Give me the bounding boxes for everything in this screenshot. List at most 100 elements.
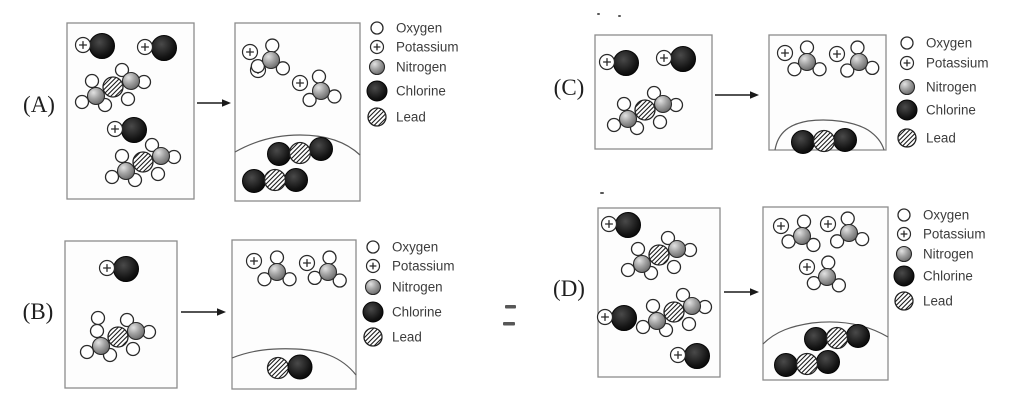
legend-row-nitrogen: Nitrogen bbox=[898, 78, 977, 96]
chlorine-atom bbox=[774, 353, 798, 377]
chlorine-legend-icon bbox=[362, 301, 384, 323]
precipitate-boundary-line bbox=[231, 348, 357, 376]
panel-label: (A) bbox=[23, 92, 55, 117]
nitrogen-legend-icon bbox=[898, 78, 916, 96]
plus-sign-icon bbox=[803, 263, 811, 271]
lead-legend-icon bbox=[367, 107, 387, 127]
oxygen-legend-icon bbox=[370, 21, 384, 35]
legend-row-chlorine: Chlorine bbox=[893, 265, 973, 287]
nitrate-ion bbox=[840, 40, 880, 78]
chlorine-atom bbox=[267, 142, 291, 166]
oxygen-atom bbox=[850, 40, 865, 55]
oxygen-atom bbox=[897, 208, 911, 222]
legend-label: Nitrogen bbox=[926, 80, 977, 95]
lead-atom bbox=[795, 352, 819, 376]
legend-label: Chlorine bbox=[396, 84, 446, 99]
nitrate-ion bbox=[302, 69, 342, 108]
lead-atom bbox=[363, 327, 383, 347]
oxygen-atom bbox=[645, 298, 661, 314]
lead-legend-icon bbox=[897, 128, 917, 148]
legend-row-nitrogen: Nitrogen bbox=[364, 278, 443, 296]
oxygen-atom bbox=[681, 316, 697, 332]
panel-label: (D) bbox=[553, 276, 585, 301]
oxygen-atom bbox=[366, 240, 380, 254]
lead-atom bbox=[367, 107, 387, 127]
chlorine-atom bbox=[615, 212, 641, 238]
nitrogen-atom bbox=[849, 52, 869, 72]
potassium-chloride-unit bbox=[669, 343, 710, 369]
oxygen-atom bbox=[332, 273, 347, 288]
reaction-arrow-icon bbox=[724, 288, 759, 296]
legend-label: Oxygen bbox=[392, 240, 438, 255]
reaction-arrow-icon bbox=[715, 91, 759, 99]
oxygen-atom bbox=[322, 250, 337, 265]
potassium-chloride-unit bbox=[655, 46, 696, 72]
chlorine-atom bbox=[362, 301, 384, 323]
precipitate-boundary-line bbox=[234, 134, 361, 156]
scan-artifact bbox=[597, 13, 600, 15]
oxygen-atom bbox=[144, 137, 160, 153]
oxygen-legend-icon bbox=[897, 208, 911, 222]
scan-artifact bbox=[600, 192, 604, 194]
oxygen-atom bbox=[104, 169, 120, 185]
plus-sign-icon bbox=[660, 54, 668, 62]
nitrate-ion bbox=[787, 40, 827, 77]
scan-artifact bbox=[503, 322, 515, 326]
legend-label: Chlorine bbox=[392, 305, 442, 320]
legend-label: Nitrogen bbox=[396, 60, 447, 75]
legend-row-potassium: Potassium bbox=[365, 259, 455, 274]
legend-row-potassium: Potassium bbox=[899, 56, 989, 71]
oxygen-atom bbox=[265, 38, 280, 53]
nitrogen-atom bbox=[632, 254, 652, 274]
lead-atom bbox=[102, 76, 124, 98]
chlorine-atom bbox=[816, 350, 840, 374]
lead-nitrate-unit bbox=[620, 230, 698, 281]
nitrogen-atom bbox=[797, 52, 817, 72]
chlorine-atom bbox=[151, 35, 177, 61]
potassium-legend-icon bbox=[896, 226, 912, 242]
chlorine-atom bbox=[366, 80, 388, 102]
chlorine-atom bbox=[833, 128, 857, 152]
nitrogen-atom bbox=[895, 245, 913, 263]
oxygen-legend-icon bbox=[900, 36, 914, 50]
legend-label: Lead bbox=[392, 330, 422, 345]
lead-nitrate-unit bbox=[635, 287, 713, 338]
legend-row-oxygen: Oxygen bbox=[897, 208, 969, 223]
oxygen-atom bbox=[311, 69, 327, 84]
lead-chloride-precipitate-unit bbox=[266, 354, 313, 380]
legend-label: Lead bbox=[923, 294, 953, 309]
oxygen-atom bbox=[150, 166, 166, 182]
lead-atom bbox=[266, 356, 290, 380]
oxygen-atom bbox=[646, 85, 662, 101]
chlorine-atom bbox=[613, 50, 639, 76]
nitrate-ion bbox=[806, 255, 847, 293]
oxygen-atom bbox=[900, 36, 914, 50]
nitrogen-atom bbox=[898, 78, 916, 96]
oxygen-atom bbox=[302, 92, 317, 108]
oxygen-legend-icon bbox=[366, 240, 380, 254]
legend-row-nitrogen: Nitrogen bbox=[368, 58, 447, 76]
oxygen-atom bbox=[840, 211, 855, 226]
oxygen-atom bbox=[84, 73, 100, 89]
lead-legend-icon bbox=[363, 327, 383, 347]
lead-chloride-precipitate-unit bbox=[791, 128, 857, 154]
lead-atom bbox=[634, 99, 656, 121]
legend-label: Oxygen bbox=[396, 21, 442, 36]
oxygen-atom bbox=[806, 237, 821, 253]
potassium-chloride-unit bbox=[74, 33, 115, 59]
plus-sign-icon bbox=[111, 125, 119, 133]
nitrogen-atom bbox=[126, 321, 146, 341]
plus-sign-icon bbox=[903, 59, 911, 67]
oxygen-atom bbox=[829, 234, 845, 249]
legend-label: Nitrogen bbox=[923, 247, 974, 262]
nitrogen-legend-icon bbox=[368, 58, 386, 76]
plus-sign-icon bbox=[369, 262, 377, 270]
chlorine-atom bbox=[89, 33, 115, 59]
oxygen-atom bbox=[812, 62, 827, 77]
chlorine-atom bbox=[284, 168, 308, 192]
